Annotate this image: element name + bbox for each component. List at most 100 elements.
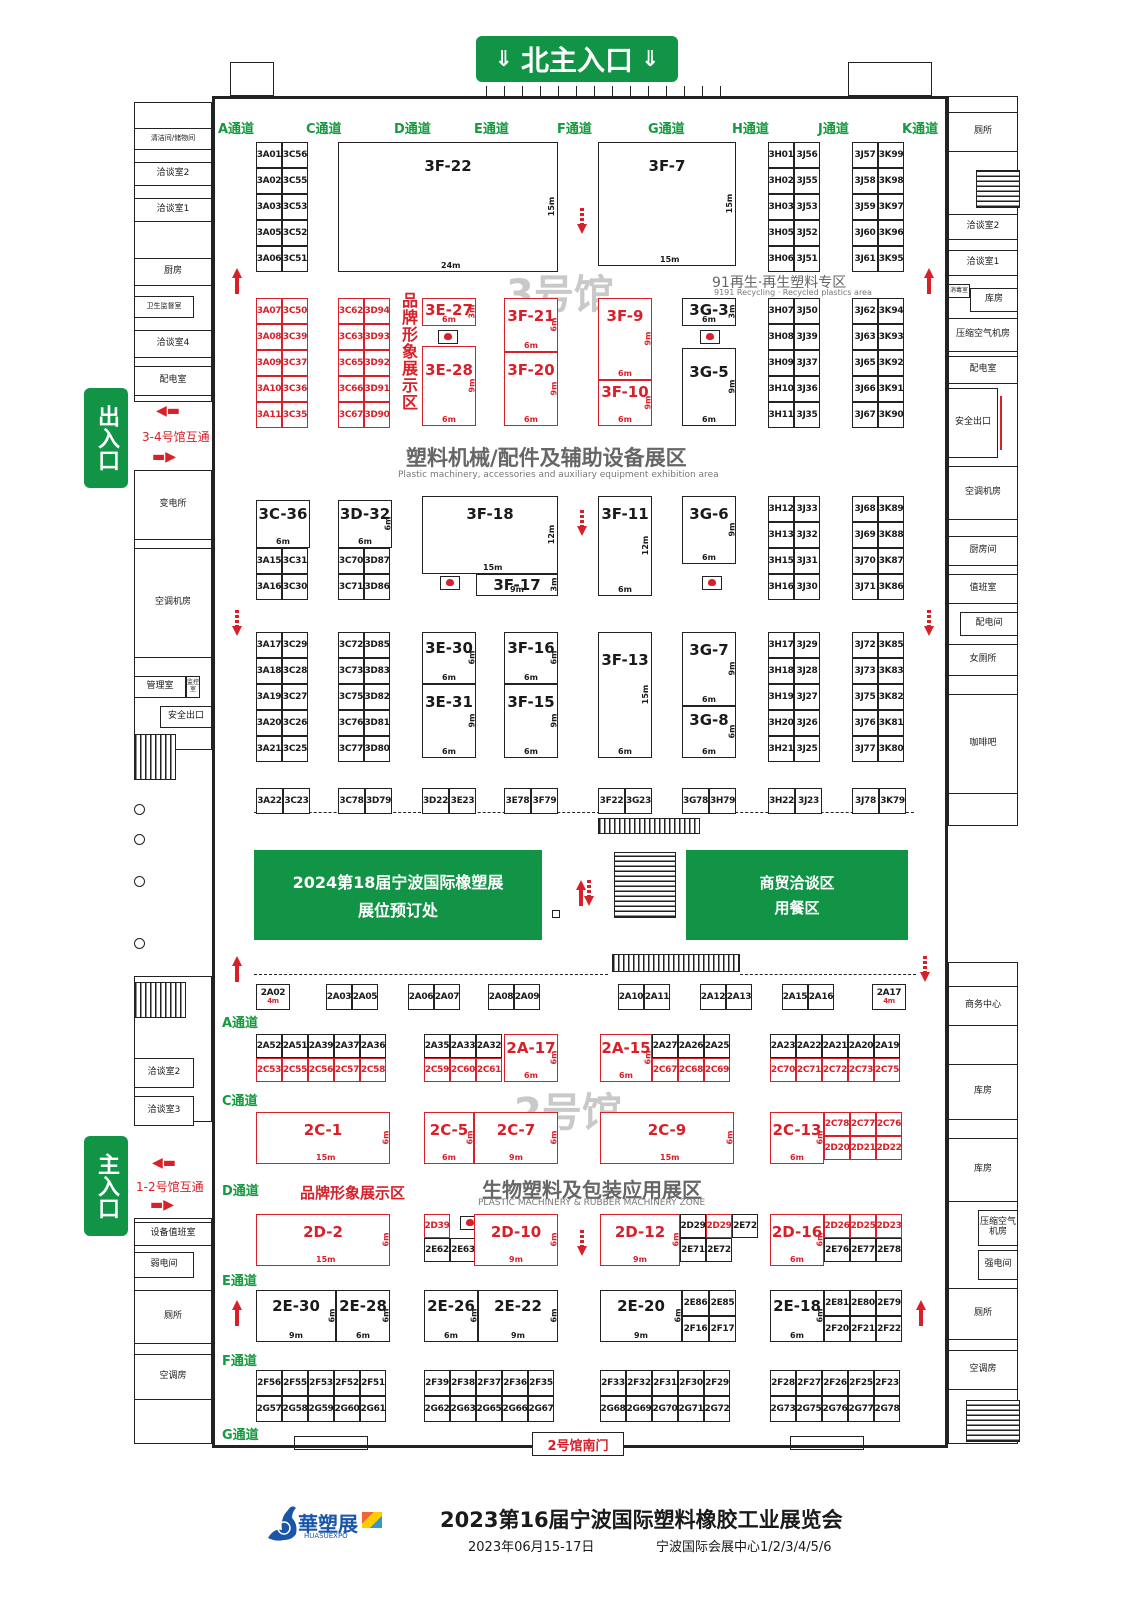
booth-cell[interactable]: 2A07 xyxy=(434,984,460,1010)
booth-cell[interactable]: 3K98 xyxy=(878,168,904,194)
booth-cell[interactable]: 3H02 xyxy=(768,168,794,194)
booth-cell[interactable]: 2F26 xyxy=(822,1370,848,1396)
booth-cell[interactable]: 3C26 xyxy=(282,710,308,736)
booth-cell[interactable]: 2D23 xyxy=(876,1214,902,1238)
booth-cell[interactable]: 3C31 xyxy=(282,548,308,574)
booth-cell[interactable]: 2A15 xyxy=(782,984,808,1010)
booth-cell[interactable]: 2F36 xyxy=(502,1370,528,1396)
booth-cell[interactable]: 3K93 xyxy=(878,324,904,350)
booth-cell[interactable]: 2E72 xyxy=(706,1238,732,1262)
booth-cell[interactable]: 3D90 xyxy=(364,402,390,428)
booth-booking-office[interactable]: 2024第18届宁波国际橡塑展 展位预订处 xyxy=(254,850,542,940)
booth-cell[interactable]: 3J50 xyxy=(794,298,820,324)
booth-cell[interactable]: 3K87 xyxy=(878,548,904,574)
booth-cell[interactable]: 3H17 xyxy=(768,632,794,658)
booth-cell[interactable]: 3A16 xyxy=(256,574,282,600)
booth-cell[interactable]: 2D26 xyxy=(824,1214,850,1238)
booth-cell[interactable]: 3H06 xyxy=(768,246,794,272)
booth-cell[interactable]: 3H15 xyxy=(768,548,794,574)
booth-cell[interactable]: 3A19 xyxy=(256,684,282,710)
booth-cell[interactable]: 3H22 xyxy=(768,788,795,814)
booth-cell[interactable]: 2C60 xyxy=(450,1058,476,1082)
booth-cell[interactable]: 3D82 xyxy=(364,684,390,710)
booth-cell[interactable]: 2A05 xyxy=(352,984,378,1010)
booth-cell[interactable]: 3A17 xyxy=(256,632,282,658)
booth-cell[interactable]: 3J33 xyxy=(794,496,820,522)
booth-cell[interactable]: 3J36 xyxy=(794,376,820,402)
booth-cell[interactable]: 3H12 xyxy=(768,496,794,522)
booth-cell[interactable]: 3K90 xyxy=(878,402,904,428)
booth-cell[interactable]: 2C72 xyxy=(822,1058,848,1082)
booth-cell[interactable]: 3C55 xyxy=(282,168,308,194)
booth-cell[interactable]: 3D93 xyxy=(364,324,390,350)
booth-cell[interactable]: 2C57 xyxy=(334,1058,360,1082)
booth-cell[interactable]: 2F38 xyxy=(450,1370,476,1396)
booth-cell[interactable]: 3J35 xyxy=(794,402,820,428)
booth-cell[interactable]: 2A51 xyxy=(282,1034,308,1058)
booth-cell[interactable]: 2F22 xyxy=(876,1316,902,1342)
booth-cell[interactable]: 2A03 xyxy=(326,984,352,1010)
booth-cell[interactable]: 2F52 xyxy=(334,1370,360,1396)
booth-cell[interactable]: 2E86 xyxy=(682,1290,709,1316)
booth-cell[interactable]: 3C53 xyxy=(282,194,308,220)
booth-cell[interactable]: 3C27 xyxy=(282,684,308,710)
booth-cell[interactable]: 2G73 xyxy=(770,1396,796,1422)
booth-cell[interactable]: 2G62 xyxy=(424,1396,450,1422)
booth-cell[interactable]: 2F21 xyxy=(850,1316,876,1342)
booth-cell[interactable]: 2C53 xyxy=(256,1058,282,1082)
booth-cell[interactable]: 3J72 xyxy=(852,632,878,658)
booth-cell[interactable]: 3A02 xyxy=(256,168,282,194)
booth-cell[interactable]: 2C77 xyxy=(850,1112,876,1136)
booth-cell[interactable]: 3K85 xyxy=(878,632,904,658)
booth-cell[interactable]: 2F32 xyxy=(626,1370,652,1396)
booth-cell[interactable]: 3J62 xyxy=(852,298,878,324)
booth-cell[interactable]: 3J57 xyxy=(852,142,878,168)
booth-cell[interactable]: 3C77 xyxy=(338,736,364,762)
booth-cell[interactable]: 2C69 xyxy=(704,1058,730,1082)
booth-cell[interactable]: 3D80 xyxy=(364,736,390,762)
booth-cell[interactable]: 3J32 xyxy=(794,522,820,548)
booth-cell[interactable]: 3K89 xyxy=(878,496,904,522)
booth-cell[interactable]: 3A06 xyxy=(256,246,282,272)
booth-cell[interactable]: 3F22 xyxy=(598,788,625,814)
booth-cell[interactable]: 2A37 xyxy=(334,1034,360,1058)
booth-cell[interactable]: 2C56 xyxy=(308,1058,334,1082)
booth-cell[interactable]: 2A20 xyxy=(848,1034,874,1058)
booth-cell[interactable]: 2E72 xyxy=(732,1214,758,1238)
booth-cell[interactable]: 3H01 xyxy=(768,142,794,168)
booth-cell[interactable]: 3J71 xyxy=(852,574,878,600)
booth-cell[interactable]: 3C52 xyxy=(282,220,308,246)
booth-cell[interactable]: 3A18 xyxy=(256,658,282,684)
booth-cell[interactable]: 2A23 xyxy=(770,1034,796,1058)
booth-cell[interactable]: 2F39 xyxy=(424,1370,450,1396)
booth-cell[interactable]: 2A35 xyxy=(424,1034,450,1058)
booth-cell[interactable]: 3C62 xyxy=(338,298,364,324)
booth-cell[interactable]: 2A36 xyxy=(360,1034,386,1058)
booth-cell[interactable]: 3C75 xyxy=(338,684,364,710)
booth-cell[interactable]: 2A19 xyxy=(874,1034,900,1058)
booth-cell[interactable]: 2F27 xyxy=(796,1370,822,1396)
booth-cell[interactable]: 2D25 xyxy=(850,1214,876,1238)
booth-cell[interactable]: 3H09 xyxy=(768,350,794,376)
booth-cell[interactable]: 3D22 xyxy=(422,788,449,814)
booth-cell[interactable]: 3J61 xyxy=(852,246,878,272)
booth-cell[interactable]: 3A03 xyxy=(256,194,282,220)
booth-cell[interactable]: 2A33 xyxy=(450,1034,476,1058)
booth-cell[interactable]: 2G57 xyxy=(256,1396,282,1422)
booth-cell[interactable]: 2C61 xyxy=(476,1058,502,1082)
